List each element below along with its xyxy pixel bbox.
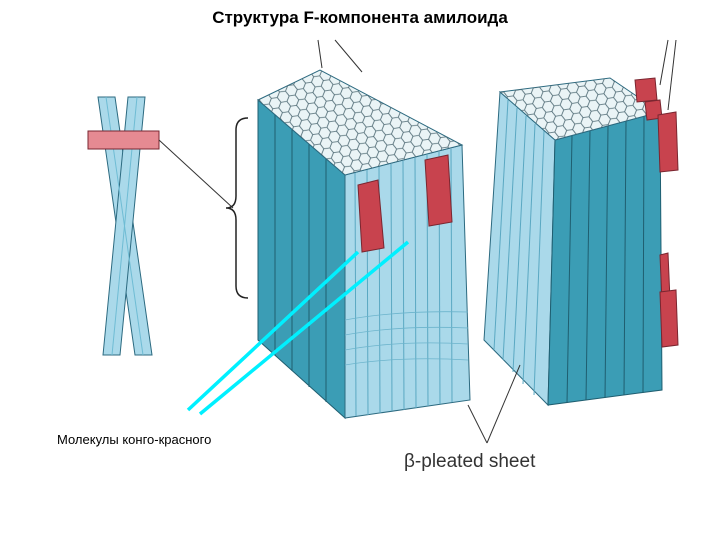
sheet-pointer-line-2 bbox=[486, 364, 521, 444]
middle-sheet-block bbox=[257, 39, 471, 420]
slide-title: Структура F-компонента амилоида bbox=[212, 8, 508, 27]
sheet-pointer-line-1 bbox=[467, 404, 488, 444]
right-sheet-block bbox=[483, 39, 679, 407]
congo-red-label: Молекулы конго-красного bbox=[57, 432, 212, 447]
congo-red-arrows bbox=[186, 240, 410, 416]
beta-sheet-label: β-pleated sheet bbox=[404, 451, 536, 472]
twisted-fibril bbox=[87, 96, 234, 356]
brace bbox=[225, 117, 249, 299]
